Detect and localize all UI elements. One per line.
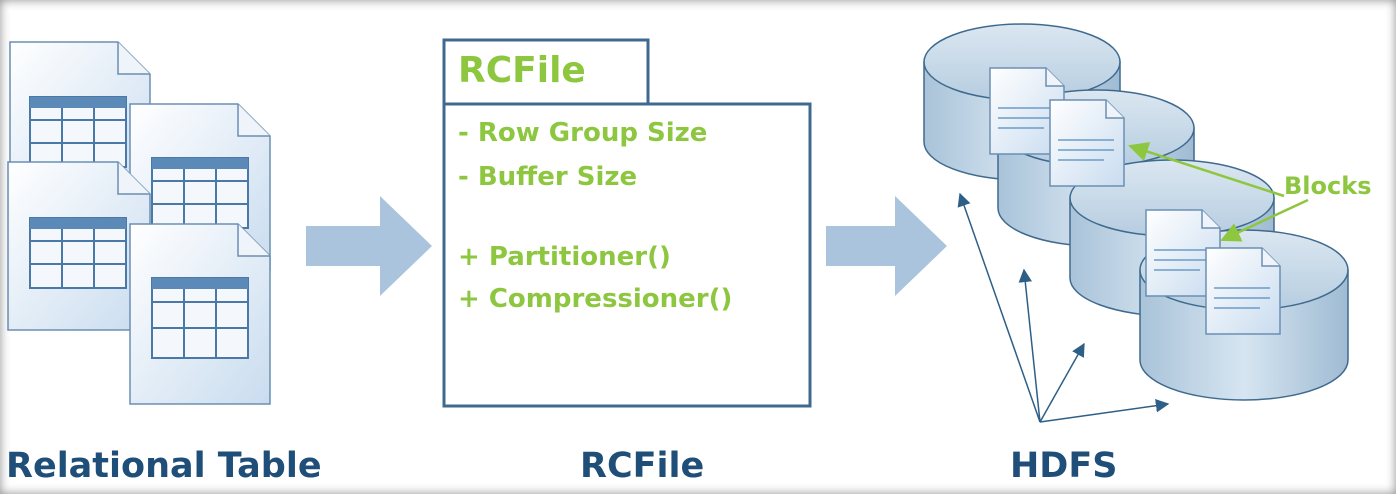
distribution-arrow (1039, 399, 1170, 423)
blocks-pointer-arrow (1220, 198, 1309, 242)
block-document-icon (1205, 247, 1281, 335)
method-partitioner: + Partitioner() (458, 242, 671, 272)
table-document-icon (129, 223, 271, 405)
method-compressioner: + Compressioner() (458, 284, 733, 314)
blocks-label: Blocks (1284, 172, 1372, 200)
attribute-buffer-size: - Buffer Size (458, 162, 638, 192)
table-document-icon (7, 161, 151, 331)
rcfile-package-body (442, 102, 812, 408)
caption-hdfs: HDFS (1010, 446, 1118, 486)
caption-relational-table: Relational Table (6, 446, 322, 486)
blocks-pointer-arrow (1128, 142, 1285, 198)
distribution-arrow (957, 192, 1041, 423)
distribution-arrow (1018, 268, 1041, 423)
rcfile-package-tab (442, 38, 650, 106)
caption-rcfile: RCFile (580, 446, 705, 486)
block-document-icon (1049, 99, 1125, 187)
attribute-row-group-size: - Row Group Size (458, 118, 708, 148)
flow-arrow-right (826, 196, 947, 296)
flow-arrow-right (306, 196, 432, 296)
rcfile-package-title: RCFile (458, 50, 586, 91)
distribution-arrow (1039, 342, 1085, 423)
